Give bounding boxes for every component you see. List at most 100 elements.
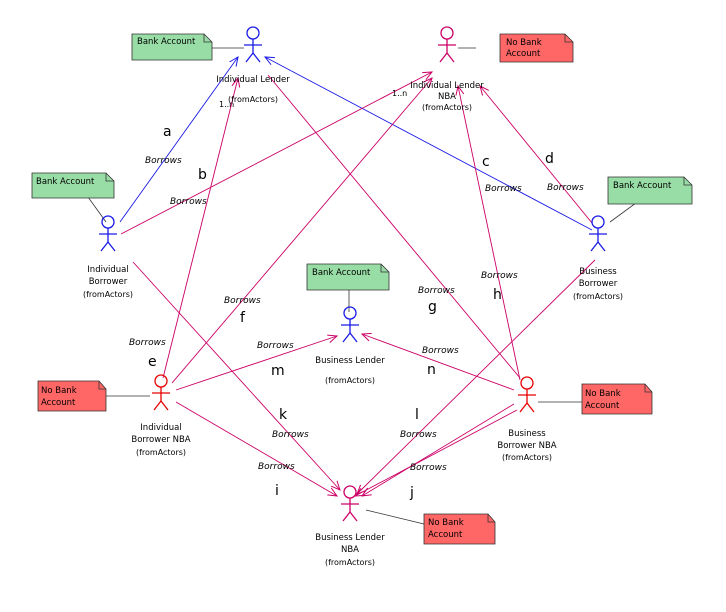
association-k[interactable]: [132, 261, 340, 490]
borrows-label-f: Borrows: [224, 296, 261, 306]
actor-individual-borrower[interactable]: Individual Borrower (fromActors): [83, 215, 133, 299]
actor-icon: [98, 215, 118, 252]
associations: [119, 57, 596, 496]
actor-from: (fromActors): [325, 558, 375, 567]
actor-name-line1: Business: [508, 429, 546, 439]
borrows-label-j: Borrows: [410, 463, 447, 473]
association-j[interactable]: [362, 403, 515, 496]
note-no-bank-account-individual-lender-nba: No Bank Account: [499, 33, 574, 63]
actor-business-borrower[interactable]: Business Borrower (fromActors): [573, 215, 623, 301]
association-g[interactable]: [267, 74, 521, 379]
actor-name-line1: Individual: [140, 423, 181, 433]
note-bank-account-individual-lender: Bank Account: [131, 33, 213, 61]
letter-b: b: [198, 167, 207, 183]
multiplicity-individual-lender: 1..n: [219, 100, 234, 109]
note-bank-account-business-borrower: Bank Account: [607, 176, 693, 205]
actor-from: (fromActors): [136, 448, 186, 457]
actor-business-lender-nba[interactable]: Business Lender NBA (fromActors): [315, 485, 385, 567]
actor-from: (fromActors): [325, 376, 375, 385]
actor-icon: [340, 306, 360, 343]
actor-name-line2: NBA: [341, 545, 359, 555]
borrows-label-g: Borrows: [418, 286, 455, 296]
association-b[interactable]: [120, 72, 432, 235]
actor-individual-lender[interactable]: Individual Lender (fromActors): [216, 26, 290, 104]
note-text-line1: No Bank: [506, 38, 542, 48]
actor-from: (fromActors): [228, 95, 278, 104]
note-text: Bank Account: [613, 181, 672, 191]
actor-name-line2: Borrower: [89, 277, 128, 287]
association-i[interactable]: [175, 401, 337, 496]
borrows-label-d: Borrows: [547, 183, 584, 193]
association-n[interactable]: [362, 334, 515, 391]
actor-icon: [588, 215, 608, 252]
actor-name-line1: Business Lender: [315, 533, 385, 543]
actor-business-borrower-nba[interactable]: Business Borrower NBA (fromActors): [497, 376, 557, 462]
actor-individual-borrower-nba[interactable]: Individual Borrower NBA (fromActors): [131, 374, 191, 457]
letter-g: g: [428, 299, 437, 315]
borrows-label-e: Borrows: [129, 338, 166, 348]
association-ll-bb-blue[interactable]: [265, 57, 593, 231]
actor-from: (fromActors): [422, 103, 472, 112]
note-no-bank-account-business-lender-nba: No Bank Account: [423, 513, 496, 545]
association-h[interactable]: [357, 259, 596, 494]
note-text-line1: No Bank: [585, 389, 621, 399]
letter-i: i: [275, 483, 279, 499]
note-no-bank-account-individual-borrower-nba: No Bank Account: [37, 380, 107, 412]
letter-l: l: [415, 407, 419, 423]
note-text: Bank Account: [36, 177, 95, 187]
note-text-line2: Account: [41, 398, 76, 408]
actor-name: Business Lender: [315, 356, 385, 366]
actor-icon: [437, 26, 457, 63]
letter-a: a: [163, 124, 172, 140]
borrows-label-m: Borrows: [257, 341, 294, 351]
borrows-label-i: Borrows: [258, 462, 295, 472]
note-bank-account-business-lender: Bank Account: [306, 263, 390, 291]
actor-name-line2: NBA: [438, 92, 456, 102]
association-e[interactable]: [162, 78, 238, 379]
actor-from: (fromActors): [502, 453, 552, 462]
borrows-labels: Borrows Borrows Borrows Borrows Borrows …: [129, 156, 584, 473]
actor-from: (fromActors): [83, 290, 133, 299]
actor-name: Individual Lender: [216, 75, 290, 85]
borrows-label-h: Borrows: [481, 271, 518, 281]
letter-n: n: [427, 362, 436, 378]
note-text-line1: No Bank: [41, 386, 77, 396]
borrows-label-a: Borrows: [145, 156, 182, 166]
letter-m: m: [271, 363, 285, 379]
letter-f: f: [240, 310, 246, 326]
actor-name-line2: Borrower NBA: [497, 441, 556, 451]
actor-icon: [243, 26, 263, 63]
letter-c: c: [482, 154, 490, 170]
actor-name-line2: Borrower NBA: [131, 435, 190, 445]
borrows-label-k: Borrows: [272, 430, 309, 440]
actor-name-line1: Business: [579, 267, 617, 277]
actor-individual-lender-nba[interactable]: Individual Lender NBA (fromActors): [410, 26, 484, 112]
association-m[interactable]: [175, 336, 337, 391]
letter-k: k: [279, 407, 288, 423]
association-f[interactable]: [171, 78, 432, 384]
actor-from: (fromActors): [573, 292, 623, 301]
association-c[interactable]: [458, 86, 521, 381]
association-d[interactable]: [480, 86, 593, 224]
borrows-label-c: Borrows: [485, 184, 522, 194]
note-text-line1: No Bank: [428, 518, 464, 528]
association-letters: a b c d e f g h m n k l i j: [148, 124, 554, 501]
actor-icon: [517, 376, 537, 413]
borrows-label-l: Borrows: [400, 430, 437, 440]
actor-name-line1: Individual Lender: [410, 81, 484, 91]
note-text-line2: Account: [506, 49, 541, 59]
note-text: Bank Account: [137, 37, 196, 47]
actor-business-lender[interactable]: Business Lender (fromActors): [315, 306, 385, 385]
association-l[interactable]: [355, 409, 518, 496]
note-text-line2: Account: [428, 530, 463, 540]
letter-e: e: [148, 354, 157, 370]
actor-icon: [340, 485, 360, 522]
note-text: Bank Account: [312, 268, 371, 278]
letter-j: j: [409, 485, 414, 501]
borrows-label-b: Borrows: [170, 197, 207, 207]
note-bank-account-individual-borrower: Bank Account: [31, 172, 115, 199]
association-a[interactable]: [119, 57, 238, 223]
actor-name-line1: Individual: [87, 265, 128, 275]
note-text-line2: Account: [585, 401, 620, 411]
